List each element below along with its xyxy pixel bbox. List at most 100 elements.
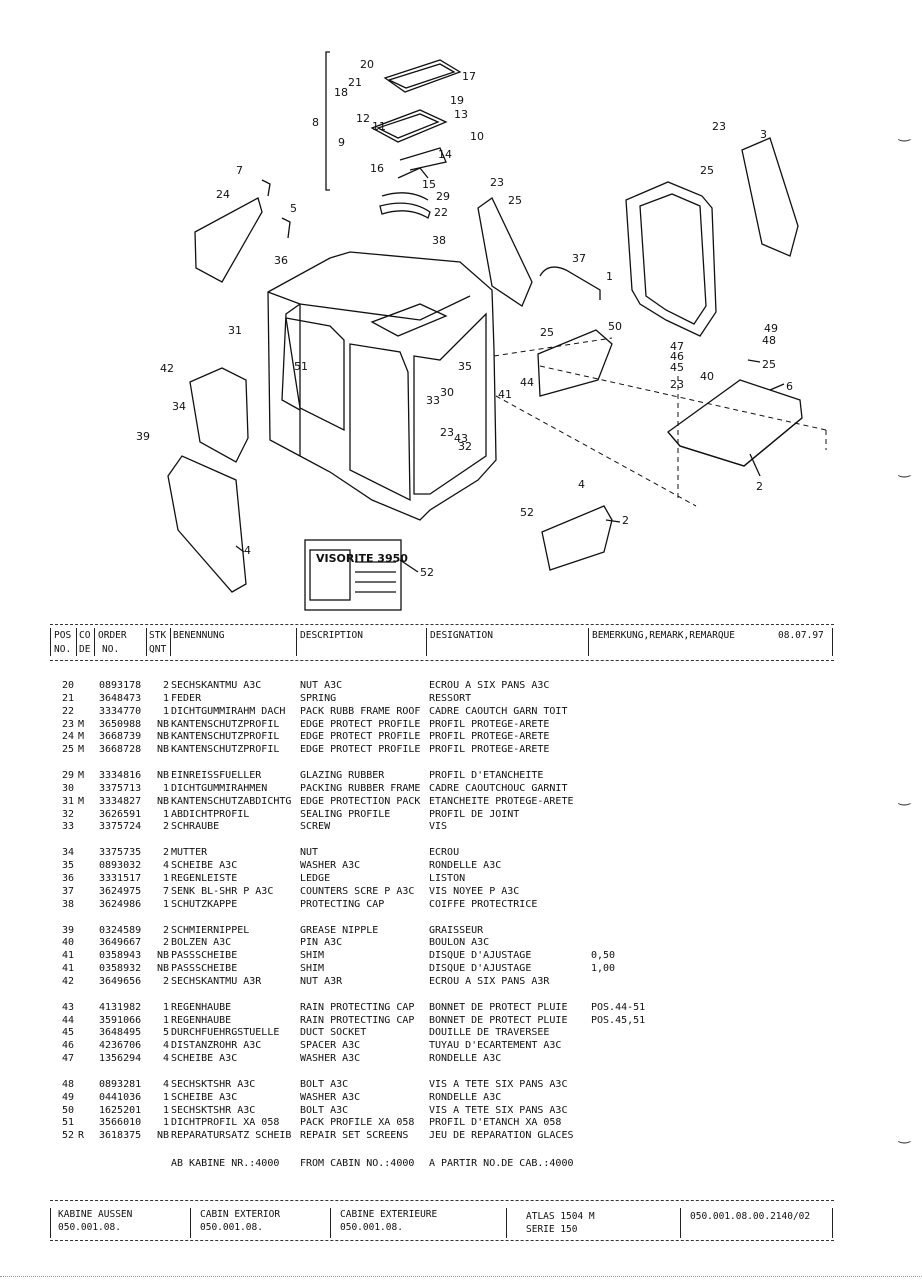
part-order-no: 3624986 (99, 898, 142, 910)
part-description: PROTECTING CAP (300, 898, 385, 910)
part-pos: 37 (62, 885, 75, 897)
callout-number: 4 (578, 478, 585, 491)
callout-number: 43 (454, 432, 468, 445)
part-order-no: 3375735 (99, 847, 142, 859)
part-designation: VIS A TETE SIX PANS A3C (429, 1104, 568, 1116)
part-designation: ECROU A SIX PANS A3C (429, 680, 550, 691)
part-qty: 1 (162, 1117, 169, 1129)
footer-fr-title: CABINE EXTERIEURE (340, 1209, 438, 1220)
footer-de-title: KABINE AUSSEN (58, 1209, 133, 1220)
callout-number: 25 (700, 164, 714, 177)
part-description: EDGE PROTECT PROFILE (300, 744, 421, 756)
callout-number: 19 (450, 94, 464, 107)
part-pos: 41 (62, 950, 75, 962)
part-qty: 5 (162, 1027, 169, 1039)
part-designation: BONNET DE PROTECT PLUIE (429, 1014, 568, 1026)
header-pos: POS (54, 630, 72, 641)
part-designation: VIS NOYEE P A3C (429, 885, 520, 897)
part-pos: 30 (62, 782, 75, 794)
part-description: NUT (300, 847, 319, 859)
page-footer: KABINE AUSSEN 050.001.08. CABIN EXTERIOR… (50, 1206, 834, 1240)
part-description: BOLT A3C (300, 1078, 349, 1090)
callout-number: 32 (458, 440, 472, 453)
part-designation: PROFIL D'ETANCHEITE (429, 770, 544, 782)
part-description: SCREW (300, 821, 331, 833)
header-order-no: NO. (102, 644, 120, 655)
part-order-no: 0358943 (99, 950, 142, 962)
callout-number: 2 (756, 480, 763, 493)
footer-bottom-rule (50, 1240, 834, 1241)
part-benennung: KANTENSCHUTZABDICHTG (171, 795, 292, 807)
part-benennung: PASSSCHEIBE (171, 963, 238, 975)
part-pos: 20 (62, 680, 75, 691)
part-pos: 34 (62, 847, 75, 859)
callout-number: 7 (236, 164, 243, 177)
callout-number: 8 (312, 116, 319, 129)
group-spacer (0, 989, 922, 1002)
part-remark: POS.45,51 (591, 1014, 646, 1026)
header-de: DE (79, 644, 91, 655)
part-code: M (78, 718, 85, 730)
part-order-no: 0358932 (99, 963, 142, 975)
footer-de-code: 050.001.08. (58, 1222, 121, 1233)
part-description: BOLT A3C (300, 1104, 349, 1116)
part-qty: 1 (162, 1014, 169, 1026)
part-pos: 33 (62, 821, 75, 833)
part-pos: 23 (62, 718, 75, 730)
part-benennung: EINREISSFUELLER (171, 770, 262, 782)
part-pos: 29 (62, 770, 75, 782)
part-code: M (78, 795, 85, 807)
part-benennung: KANTENSCHUTZPROFIL (171, 744, 280, 756)
part-qty: 2 (162, 821, 169, 833)
part-code: R (78, 1130, 85, 1142)
part-pos: 35 (62, 860, 75, 872)
part-qty: NB (156, 1130, 169, 1142)
callout-number: 38 (432, 234, 446, 247)
callout-number: 1 (606, 270, 613, 283)
callout-number: 23 (712, 120, 726, 133)
callout-number: 47 (670, 340, 684, 353)
part-designation: BOULON A3C (429, 937, 490, 949)
part-designation: ETANCHEITE PROTEGE-ARETE (429, 795, 574, 807)
footer-fr-code: 050.001.08. (340, 1222, 403, 1233)
footer-model: ATLAS 1504 M (526, 1211, 595, 1222)
part-benennung: ABDICHTPROFIL (171, 808, 250, 820)
part-benennung: SECHSKTSHR A3C (171, 1078, 256, 1090)
header-top-rule (50, 624, 834, 625)
part-benennung: MUTTER (171, 847, 208, 859)
part-pos: 42 (62, 975, 75, 987)
cabin-note-fr: A PARTIR NO.DE CAB.:4000 (429, 1158, 574, 1169)
cabin-note-en: FROM CABIN NO.:4000 (300, 1158, 415, 1169)
part-description: SHIM (300, 963, 325, 975)
part-designation: VIS A TETE SIX PANS A3C (429, 1078, 568, 1090)
callout-number: 23 (670, 378, 684, 391)
part-qty: NB (156, 718, 169, 730)
part-pos: 43 (62, 1001, 75, 1013)
callout-number: 30 (440, 386, 454, 399)
part-code: M (78, 731, 85, 743)
part-description: PACK RUBB FRAME ROOF (300, 705, 421, 717)
part-designation: RESSORT (429, 692, 472, 704)
part-pos: 52 (62, 1130, 75, 1142)
part-description: WASHER A3C (300, 860, 361, 872)
part-order-no: 3668739 (99, 731, 142, 743)
part-qty: NB (156, 731, 169, 743)
part-benennung: REGENLEISTE (171, 872, 238, 884)
part-pos: 47 (62, 1053, 75, 1065)
part-order-no: 3649656 (99, 975, 142, 987)
part-pos: 31 (62, 795, 75, 807)
footer-series: SERIE 150 (526, 1224, 578, 1235)
part-qty: 1 (162, 872, 169, 884)
part-order-no: 3618375 (99, 1130, 142, 1142)
callout-number: 13 (454, 108, 468, 121)
part-qty: 2 (162, 975, 169, 987)
part-designation: CADRE CAOUTCH GARN TOIT (429, 705, 568, 717)
